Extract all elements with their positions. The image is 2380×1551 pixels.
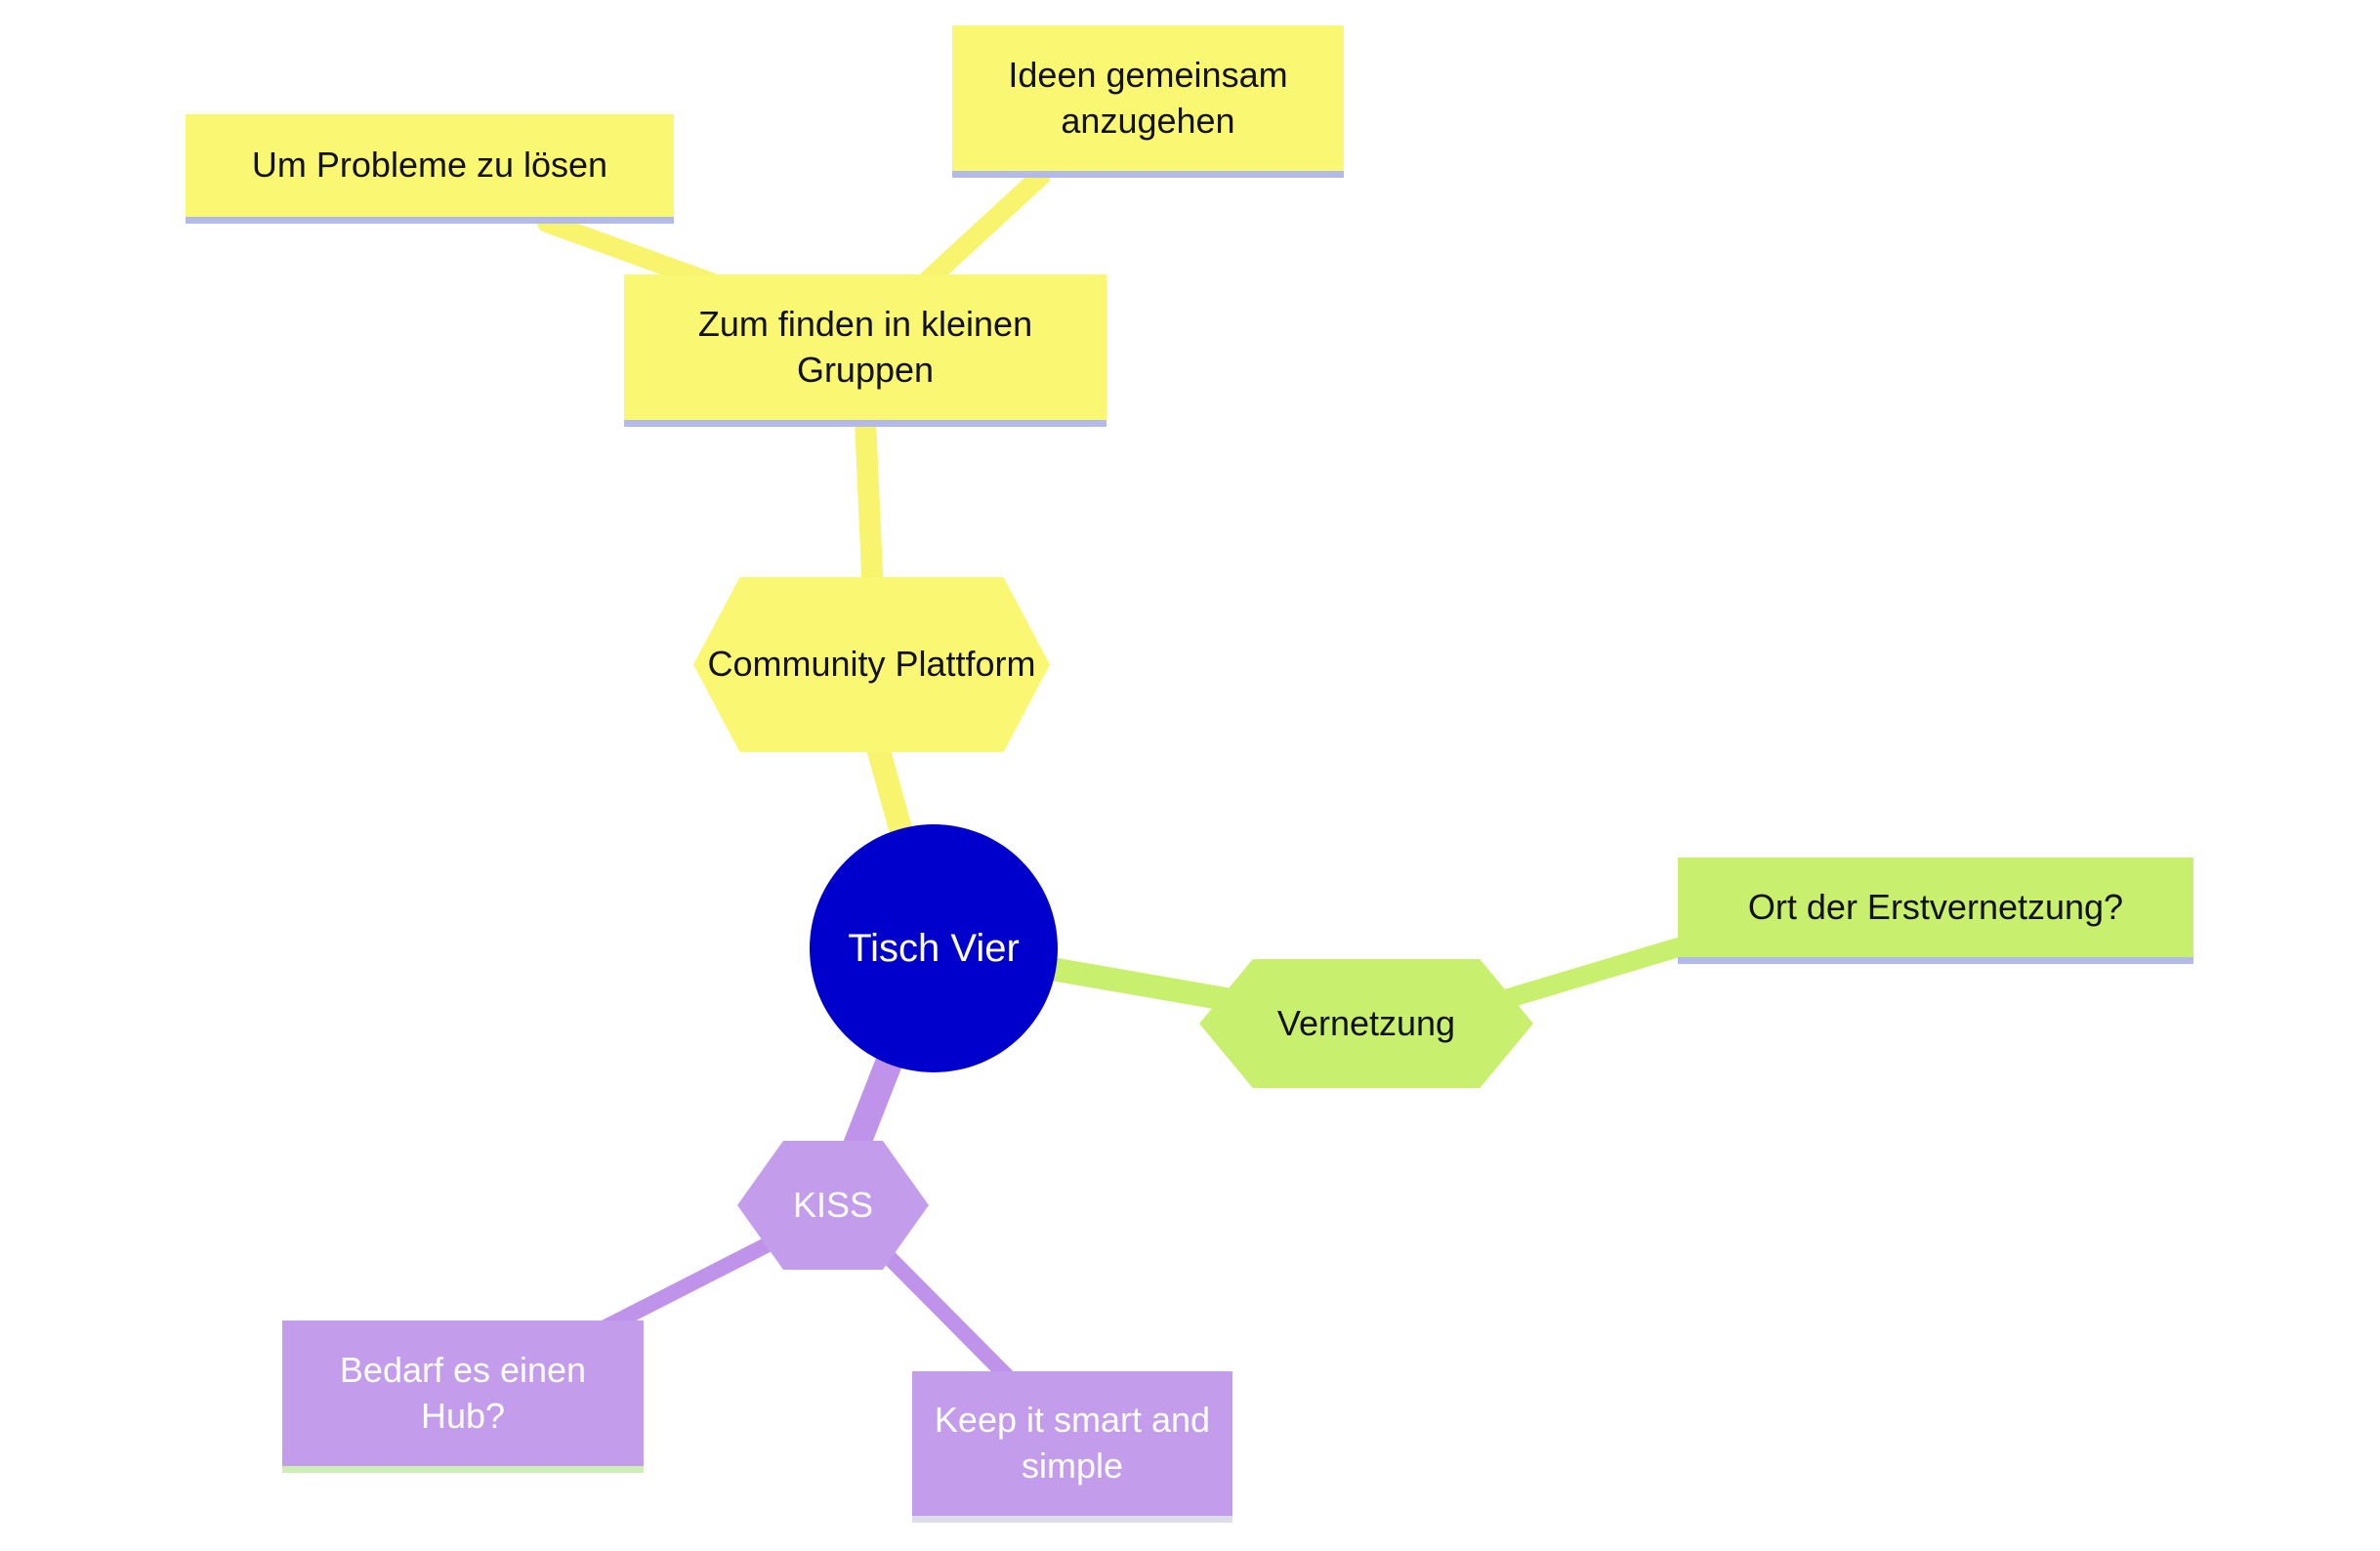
node-ideen[interactable]: Ideen gemeinsam anzugehen [952,25,1344,178]
node-label: Ort der Erstvernetzung? [1747,886,2124,927]
node-vernetzung[interactable]: Vernetzung [1199,959,1533,1088]
node-label: Vernetzung [1276,1002,1456,1043]
edge-ideen-zumfinden [906,166,1051,301]
node-keep-it-smart[interactable]: Keep it smart and simple [912,1371,1232,1523]
node-bedarf-hub[interactable]: Bedarf es einen Hub? [282,1320,644,1473]
edge-vernetzung-ort [1499,930,1714,1008]
node-label: Ideen gemeinsam anzugehen [1008,54,1288,141]
node-ort-der-erstvernetzung[interactable]: Ort der Erstvernetzung? [1678,858,2193,964]
edge-zumfinden-community [855,409,884,607]
node-root-tisch-vier[interactable]: Tisch Vier [810,824,1058,1072]
node-um-probleme[interactable]: Um Probleme zu lösen [186,114,674,224]
node-community-plattform[interactable]: Community Plattform [693,577,1050,752]
node-label: KISS [792,1184,874,1225]
node-label: Keep it smart and simple [934,1400,1211,1486]
node-zum-finden[interactable]: Zum finden in kleinen Gruppen [624,274,1106,427]
node-label: Tisch Vier [848,927,1020,970]
node-label: Um Probleme zu lösen [251,145,608,186]
node-label: Community Plattform [707,644,1036,685]
node-label: Zum finden in kleinen Gruppen [697,303,1033,390]
edge-kiss-bedarf [584,1225,799,1342]
node-label: Bedarf es einen Hub? [339,1349,587,1436]
edge-kiss-keep [876,1244,1016,1385]
